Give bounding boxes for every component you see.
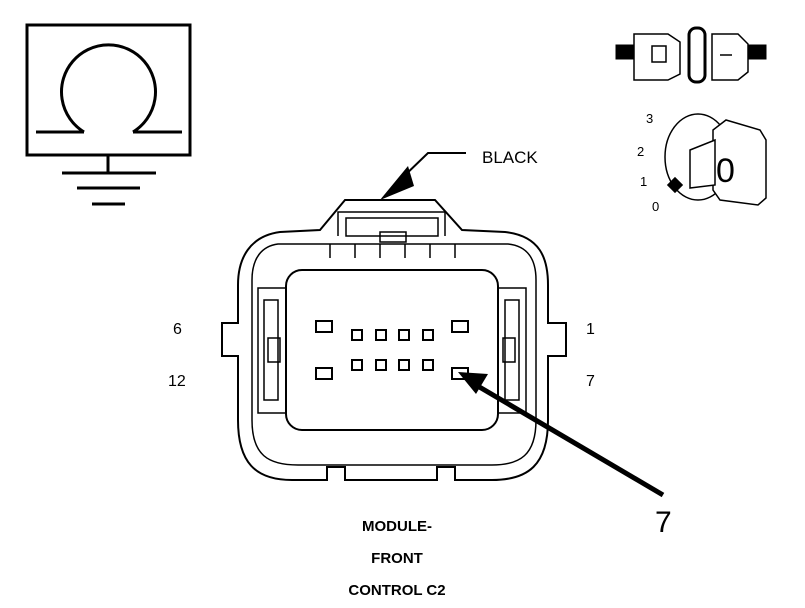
ignition-position-0: 0: [652, 199, 659, 214]
pin-label-bottom-left: 12: [168, 373, 186, 390]
color-label-leader: [380, 152, 466, 200]
pin-callout-label: 7: [655, 506, 672, 539]
cavity-9: [398, 359, 410, 371]
ignition-position-3: 3: [646, 111, 653, 126]
cavity-5: [351, 329, 363, 341]
cavity-8: [422, 359, 434, 371]
connector-title-line-1: MODULE-: [362, 518, 432, 535]
pin-label-top-left: 6: [173, 321, 182, 338]
ignition-current-position: 0: [716, 152, 735, 190]
cavity-6: [315, 320, 333, 333]
cavity-3: [398, 329, 410, 341]
pin-label-bottom-right: 7: [586, 373, 595, 390]
ohmmeter-ground-icon: [25, 23, 192, 206]
cavity-11: [351, 359, 363, 371]
connector-title-line-3: CONTROL C2: [348, 582, 445, 599]
cavity-1: [451, 320, 469, 333]
connector-title-line-2: FRONT: [371, 550, 423, 567]
ignition-position-2: 2: [637, 144, 644, 159]
cavity-12: [315, 367, 333, 380]
connector-face: [221, 199, 567, 481]
pin-label-top-right: 1: [586, 321, 595, 338]
pin-cavities: [315, 320, 469, 380]
pin-callout-arrow: [458, 372, 665, 498]
connector-color-label: BLACK: [482, 148, 538, 167]
ignition-position-1: 1: [640, 174, 647, 189]
ignition-key-icon: [664, 113, 767, 206]
cavity-10: [375, 359, 387, 371]
cavity-4: [375, 329, 387, 341]
connector-disconnect-icon: [615, 26, 767, 84]
cavity-2: [422, 329, 434, 341]
